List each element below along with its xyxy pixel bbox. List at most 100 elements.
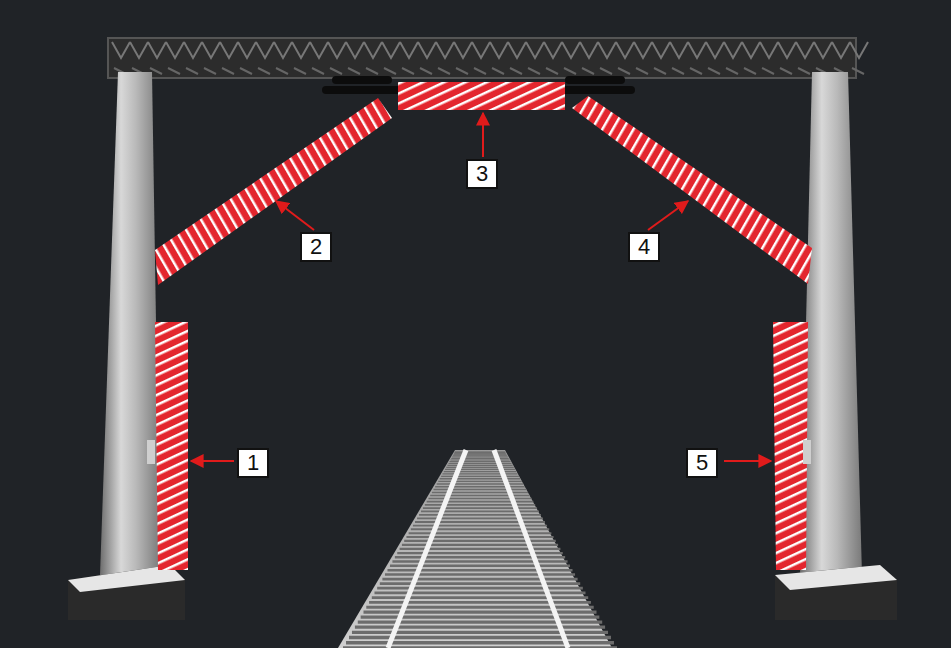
bracket	[803, 440, 811, 464]
truss-strut	[526, 42, 544, 58]
truss-strut	[312, 68, 324, 74]
truss-strut	[852, 68, 864, 74]
panel-4	[572, 96, 812, 284]
callout-number: 2	[300, 232, 332, 262]
truss-strut	[382, 42, 400, 58]
sleepers	[343, 452, 617, 648]
truss-strut	[402, 68, 414, 74]
insulator	[322, 86, 402, 94]
truss-strut	[744, 68, 756, 74]
truss-strut	[832, 42, 850, 58]
insulator	[555, 86, 635, 94]
truss-strut	[544, 42, 562, 58]
truss-strut	[850, 42, 868, 58]
leader-arrow	[724, 460, 771, 462]
pole-right	[800, 72, 862, 575]
truss-strut	[778, 42, 796, 58]
truss-strut	[546, 68, 558, 74]
truss-strut	[238, 42, 256, 58]
sleeper	[346, 641, 614, 644]
truss-strut	[168, 68, 180, 74]
truss-strut	[438, 68, 450, 74]
sleeper	[402, 544, 558, 546]
truss-strut	[294, 68, 306, 74]
sleeper	[349, 636, 611, 639]
truss-strut	[742, 42, 760, 58]
track-bed	[338, 450, 612, 648]
truss-strut	[654, 68, 666, 74]
truss-strut	[328, 42, 346, 58]
sleeper	[415, 521, 545, 523]
truss-strut	[330, 68, 342, 74]
callout-number: 5	[686, 448, 718, 478]
insulator	[332, 76, 392, 84]
truss-strut	[276, 68, 288, 74]
leader-arrow	[482, 113, 484, 157]
truss-strut	[636, 68, 648, 74]
truss-strut	[490, 42, 508, 58]
sleeper	[421, 511, 539, 513]
leader-arrow	[648, 201, 688, 230]
sleeper	[392, 560, 567, 562]
truss-strut	[472, 42, 490, 58]
truss-strut	[564, 68, 576, 74]
sleeper	[387, 569, 572, 572]
sleeper	[372, 596, 588, 599]
truss-strut	[436, 42, 454, 58]
sleeper	[355, 626, 605, 629]
truss-strut	[688, 42, 706, 58]
sleeper	[366, 606, 593, 609]
callout-number: 4	[628, 232, 660, 262]
sleeper	[395, 556, 565, 558]
sleeper	[435, 486, 525, 487]
truss-strut	[456, 68, 468, 74]
sleeper	[406, 536, 553, 538]
sleeper	[413, 525, 547, 527]
panel-5	[773, 322, 808, 570]
truss-strut	[492, 68, 504, 74]
leader-arrow	[191, 460, 234, 462]
sleeper	[417, 517, 543, 519]
sleeper	[430, 495, 530, 497]
sleeper	[432, 492, 528, 494]
sleeper	[409, 532, 552, 534]
truss-lattice	[112, 42, 868, 74]
truss-strut	[528, 68, 540, 74]
panel-3	[398, 82, 565, 110]
base-right	[775, 565, 897, 620]
bracket	[147, 440, 155, 464]
truss-strut	[762, 68, 774, 74]
truss-strut	[240, 68, 252, 74]
truss-strut	[166, 42, 184, 58]
truss-strut	[256, 42, 274, 58]
truss-strut	[310, 42, 328, 58]
sleeper	[363, 611, 596, 614]
sleeper	[397, 552, 563, 554]
truss-strut	[400, 42, 418, 58]
truss-strut	[258, 68, 270, 74]
rail	[494, 450, 568, 648]
truss-strut	[274, 42, 292, 58]
sleeper	[404, 540, 556, 542]
sleeper	[382, 578, 577, 581]
truss-strut	[148, 42, 166, 58]
sleeper	[419, 514, 541, 516]
truss-strut	[292, 42, 310, 58]
callout-number: 3	[466, 159, 498, 189]
truss-strut	[652, 42, 670, 58]
truss-strut	[364, 42, 382, 58]
pole-left	[100, 72, 160, 575]
leader-arrow	[276, 201, 314, 230]
truss-strut	[562, 42, 580, 58]
insulator	[565, 76, 625, 84]
sleeper	[428, 498, 531, 500]
truss-strut	[202, 42, 220, 58]
truss-strut	[706, 42, 724, 58]
sleeper	[400, 548, 561, 550]
truss-strut	[204, 68, 216, 74]
truss-strut	[814, 42, 832, 58]
rail	[388, 450, 466, 648]
truss-strut	[600, 68, 612, 74]
truss-strut	[112, 42, 130, 58]
